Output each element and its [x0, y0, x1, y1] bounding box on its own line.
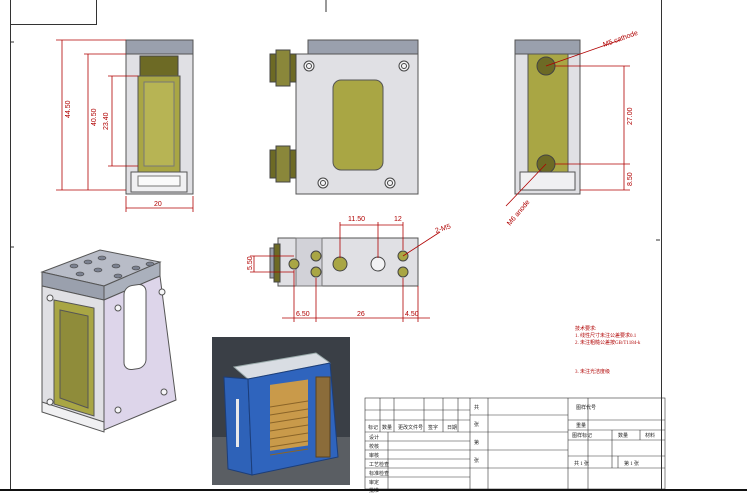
dim-top-left: 5.50 — [247, 256, 254, 270]
tb-row-0: 设计 — [369, 434, 379, 441]
page-bottom-rule — [0, 489, 747, 491]
dim-top-b: 12 — [394, 216, 402, 223]
dim-front-window: 23.40 — [103, 112, 110, 130]
tb-mass: 重量 — [576, 422, 586, 429]
notes-line-3: 3. 未注光洁度级 — [575, 370, 611, 375]
notes-line-1: 1. 线性尺寸未注公差要求0.1 — [575, 334, 637, 339]
label-cathode: M5 cathode — [602, 30, 639, 49]
tb-row-4: 标准检查 — [369, 470, 389, 477]
dim-top-bottom-mid: 26 — [357, 311, 365, 318]
product-photo-illustration — [212, 337, 350, 485]
drawing-sheet-border — [10, 0, 662, 489]
isometric-view — [40, 249, 177, 433]
label-top-holes: 2-M5 — [434, 223, 451, 235]
tb-label-3: 签字 — [428, 424, 438, 431]
tb-quantity: 数量 — [618, 432, 628, 439]
tb-mid-3: 张 — [474, 457, 479, 464]
product-photo — [212, 337, 350, 485]
tb-mid-2: 第 — [474, 439, 479, 446]
dim-front-width: 20 — [154, 201, 162, 208]
tb-part-no: 图样代号 — [576, 404, 596, 411]
notes-heading: 技术要求: — [575, 327, 597, 332]
front-view: 44.50 40.50 23.40 20 — [56, 39, 194, 212]
tb-label-1: 数量 — [382, 424, 392, 431]
tb-row-3: 工艺检查 — [369, 461, 389, 468]
tb-label-2: 更改文件号 — [398, 424, 423, 431]
title-block-text: 标记 数量 更改文件号 签字 日期 设计 校核 审核 工艺检查 标准检查 审定 … — [368, 404, 655, 494]
dim-front-inner: 40.50 — [91, 108, 98, 126]
top-view: 11.50 12 2-M5 5.50 6.50 26 4.50 — [247, 216, 452, 322]
dim-side-holes: 27.00 — [627, 107, 634, 125]
notes-line-2: 2. 未注粗糙公差按GB/T1184-k — [575, 341, 641, 346]
tb-mid-0: 共 — [474, 404, 479, 411]
tb-sheet-no: 第 1 张 — [624, 460, 639, 467]
tb-row-2: 审核 — [369, 452, 379, 459]
tb-row-1: 校核 — [369, 443, 379, 450]
tb-row-5: 审定 — [369, 479, 379, 486]
dim-top-bottom-right: 4.50 — [405, 311, 419, 318]
dim-side-bottom: 8.50 — [627, 172, 634, 186]
tb-drawing-mark: 图样标记 — [572, 432, 592, 439]
tb-mid-1: 张 — [474, 421, 479, 428]
title-block — [364, 397, 666, 490]
tb-label-4: 日期 — [447, 425, 457, 431]
dim-top-bottom-left: 6.50 — [296, 311, 310, 318]
dim-front-total: 44.50 — [65, 100, 72, 118]
tb-material: 材料 — [645, 432, 655, 439]
right-view: M5 cathode M6 anode 27.00 8.50 — [505, 30, 639, 227]
tb-label-0: 标记 — [368, 424, 378, 431]
label-anode: M6 anode — [506, 199, 531, 227]
tb-sheets-total: 共 1 张 — [574, 460, 589, 467]
technical-notes: 技术要求: 1. 线性尺寸未注公差要求0.1 2. 未注粗糙公差按GB/T118… — [575, 326, 665, 376]
side-view — [269, 39, 419, 195]
sheet-corner-box — [10, 0, 97, 25]
dim-top-a: 11.50 — [348, 216, 365, 223]
